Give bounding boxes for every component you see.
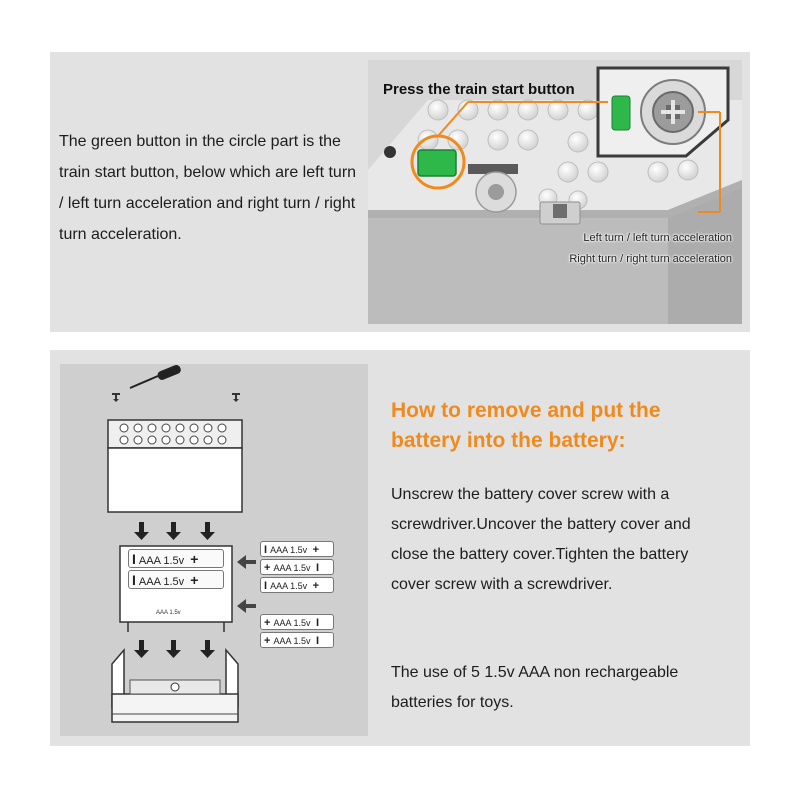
arrow-left-icon [237, 555, 256, 613]
arrow-down-icon [134, 522, 215, 540]
battery-instructions: Unscrew the battery cover screw with a s… [391, 486, 691, 593]
tray-strip-label: AAA 1.5v [156, 610, 181, 616]
arrow-down-icon-lower [134, 640, 215, 658]
battery-cell-4: +AAA 1.5v I [260, 614, 334, 630]
battery-box-photo: Press the train start button Left turn /… [368, 60, 742, 324]
screwdriver-icon [129, 365, 181, 389]
start-button[interactable] [417, 149, 457, 177]
right-turn-label: Right turn / right turn acceleration [569, 253, 732, 265]
battery-cell-2: +AAA 1.5v I [260, 559, 334, 575]
start-button-panel: The green button in the circle part is t… [50, 52, 750, 332]
press-start-label: Press the train start button [383, 81, 575, 98]
battery-cell-5: +AAA 1.5v I [260, 632, 334, 648]
battery-heading: How to remove and put the battery into t… [391, 399, 661, 452]
intro-description: The green button in the circle part is t… [59, 133, 357, 243]
left-turn-label: Left turn / left turn acceleration [583, 232, 732, 244]
stud-grid [417, 99, 699, 210]
battery-box-illustration [368, 66, 742, 324]
battery-note: The use of 5 1.5v AAA non rechargeable b… [391, 664, 679, 711]
screw-icon [112, 393, 240, 402]
